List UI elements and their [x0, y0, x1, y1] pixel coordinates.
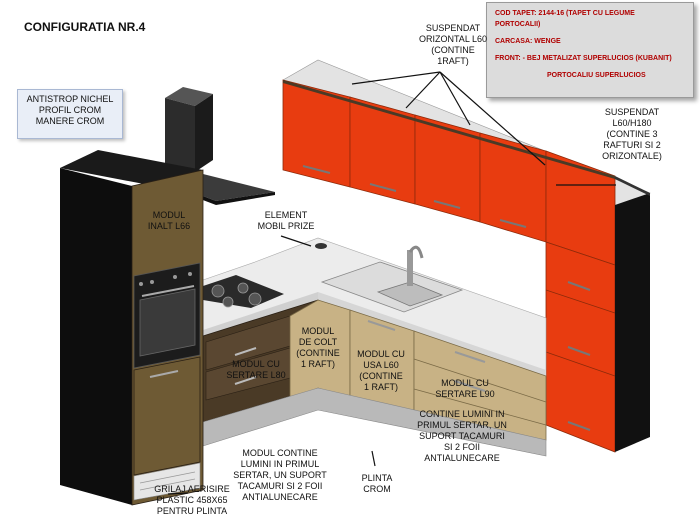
label-modul-usa: MODUL CU USA L60 (CONTINE 1 RAFT)	[348, 349, 414, 393]
label-line: RAFTURI SI 2	[603, 140, 661, 150]
label-line: GRILAJ AERISIRE	[154, 484, 230, 494]
label-contine-l90: CONTINE LUMINI IN PRIMUL SERTAR, UN SUPO…	[412, 409, 512, 464]
label-line: (CONTINE	[359, 371, 403, 381]
label-line: MODUL CU	[441, 378, 489, 388]
label-line: USA L60	[363, 360, 399, 370]
label-line: SERTARE L90	[435, 389, 495, 399]
label-element-mobil: ELEMENT MOBIL PRIZE	[250, 210, 322, 232]
legend-box: COD TAPET: 2144-16 (TAPET CU LEGUME PORT…	[486, 2, 694, 98]
legend-line-2: PORTOCALII)	[495, 21, 541, 28]
label-line: (CONTINE	[296, 348, 340, 358]
legend-line-3: CARCASA: WENGE	[495, 38, 561, 45]
label-line: TACAMURI SI 2 FOII	[237, 481, 323, 491]
antistrop-line-1: ANTISTROP NICHEL	[26, 94, 114, 104]
label-line: ORIZONTAL L60	[418, 34, 488, 44]
label-line: SUSPENDAT	[604, 107, 660, 117]
label-line: DE COLT	[298, 337, 338, 347]
tall-column	[60, 150, 204, 506]
label-contine-l80: MODUL CONTINE LUMINI IN PRIMUL SERTAR, U…	[230, 448, 330, 503]
label-line: ANTIALUNECARE	[242, 492, 318, 502]
label-line: SUSPENDAT	[425, 23, 481, 33]
legend-line-5: PORTOCALIU SUPERLUCIOS	[547, 72, 646, 79]
label-line: CONTINE LUMINI IN	[419, 409, 505, 419]
label-modul-sertare-l90: MODUL CU SERTARE L90	[430, 378, 500, 400]
label-line: MODUL	[301, 326, 335, 336]
label-line: PRIMUL SERTAR, UN	[417, 420, 507, 430]
label-grilaj: GRILAJ AERISIRE PLASTIC 458x65 PENTRU PL…	[142, 484, 242, 517]
label-line: 1RAFT)	[437, 56, 469, 66]
cooktop	[203, 275, 284, 308]
label-line: (CONTINE 3	[606, 129, 658, 139]
label-line: 1 RAFT)	[300, 359, 335, 369]
label-line: PENTRU PLINTA	[156, 506, 228, 516]
label-line: SERTARE L80	[226, 370, 286, 380]
label-line: CROM	[363, 484, 391, 494]
antistrop-line-3: MANERE CROM	[35, 116, 105, 126]
label-line: PLINTA	[361, 473, 393, 483]
label-line: MOBIL PRIZE	[257, 221, 315, 231]
antistrop-line-2: PROFIL CROM	[38, 105, 102, 115]
label-line: PLASTIC 458x65	[156, 495, 228, 505]
label-suspendat-vertical: SUSPENDAT L60/H180 (CONTINE 3 RAFTURI SI…	[582, 107, 682, 162]
pointer-arrows	[167, 71, 616, 495]
label-line: ELEMENT	[264, 210, 308, 220]
label-line: SI 2 FOII	[443, 442, 480, 452]
label-line: SUPORT TACAMURI	[419, 431, 505, 441]
legend-line-4: FRONT: - BEJ METALIZAT SUPERLUCIOS (KUBA…	[495, 55, 672, 62]
base-cabinets	[202, 299, 547, 457]
label-line: MODUL CU	[232, 359, 280, 369]
label-line: LUMINI IN PRIMUL	[240, 459, 320, 469]
label-line: INALT L66	[147, 221, 191, 231]
label-line: ANTIALUNECARE	[424, 453, 500, 463]
antistrop-note: ANTISTROP NICHEL PROFIL CROM MANERE CROM	[17, 89, 123, 139]
page-title: CONFIGURATIA NR.4	[24, 20, 146, 34]
label-modul-inalt: MODUL INALT L66	[136, 210, 202, 232]
label-line: MODUL CONTINE	[242, 448, 318, 458]
label-modul-colt: MODUL DE COLT (CONTINE 1 RAFT)	[290, 326, 346, 370]
label-plinta: PLINTA CROM	[352, 473, 402, 495]
label-modul-sertare-l80: MODUL CU SERTARE L80	[220, 359, 292, 381]
label-line: (CONTINE	[431, 45, 475, 55]
label-suspendat-orizontal: SUSPENDAT ORIZONTAL L60 (CONTINE 1RAFT)	[408, 23, 498, 67]
label-line: L60/H180	[612, 118, 652, 128]
label-line: ORIZONTALE)	[602, 151, 662, 161]
label-line: MODUL CU	[357, 349, 405, 359]
label-line: MODUL	[152, 210, 186, 220]
legend-line-1: COD TAPET: 2144-16 (TAPET CU LEGUME	[495, 10, 635, 17]
label-line: SERTAR, UN SUPORT	[233, 470, 327, 480]
label-line: 1 RAFT)	[363, 382, 398, 392]
